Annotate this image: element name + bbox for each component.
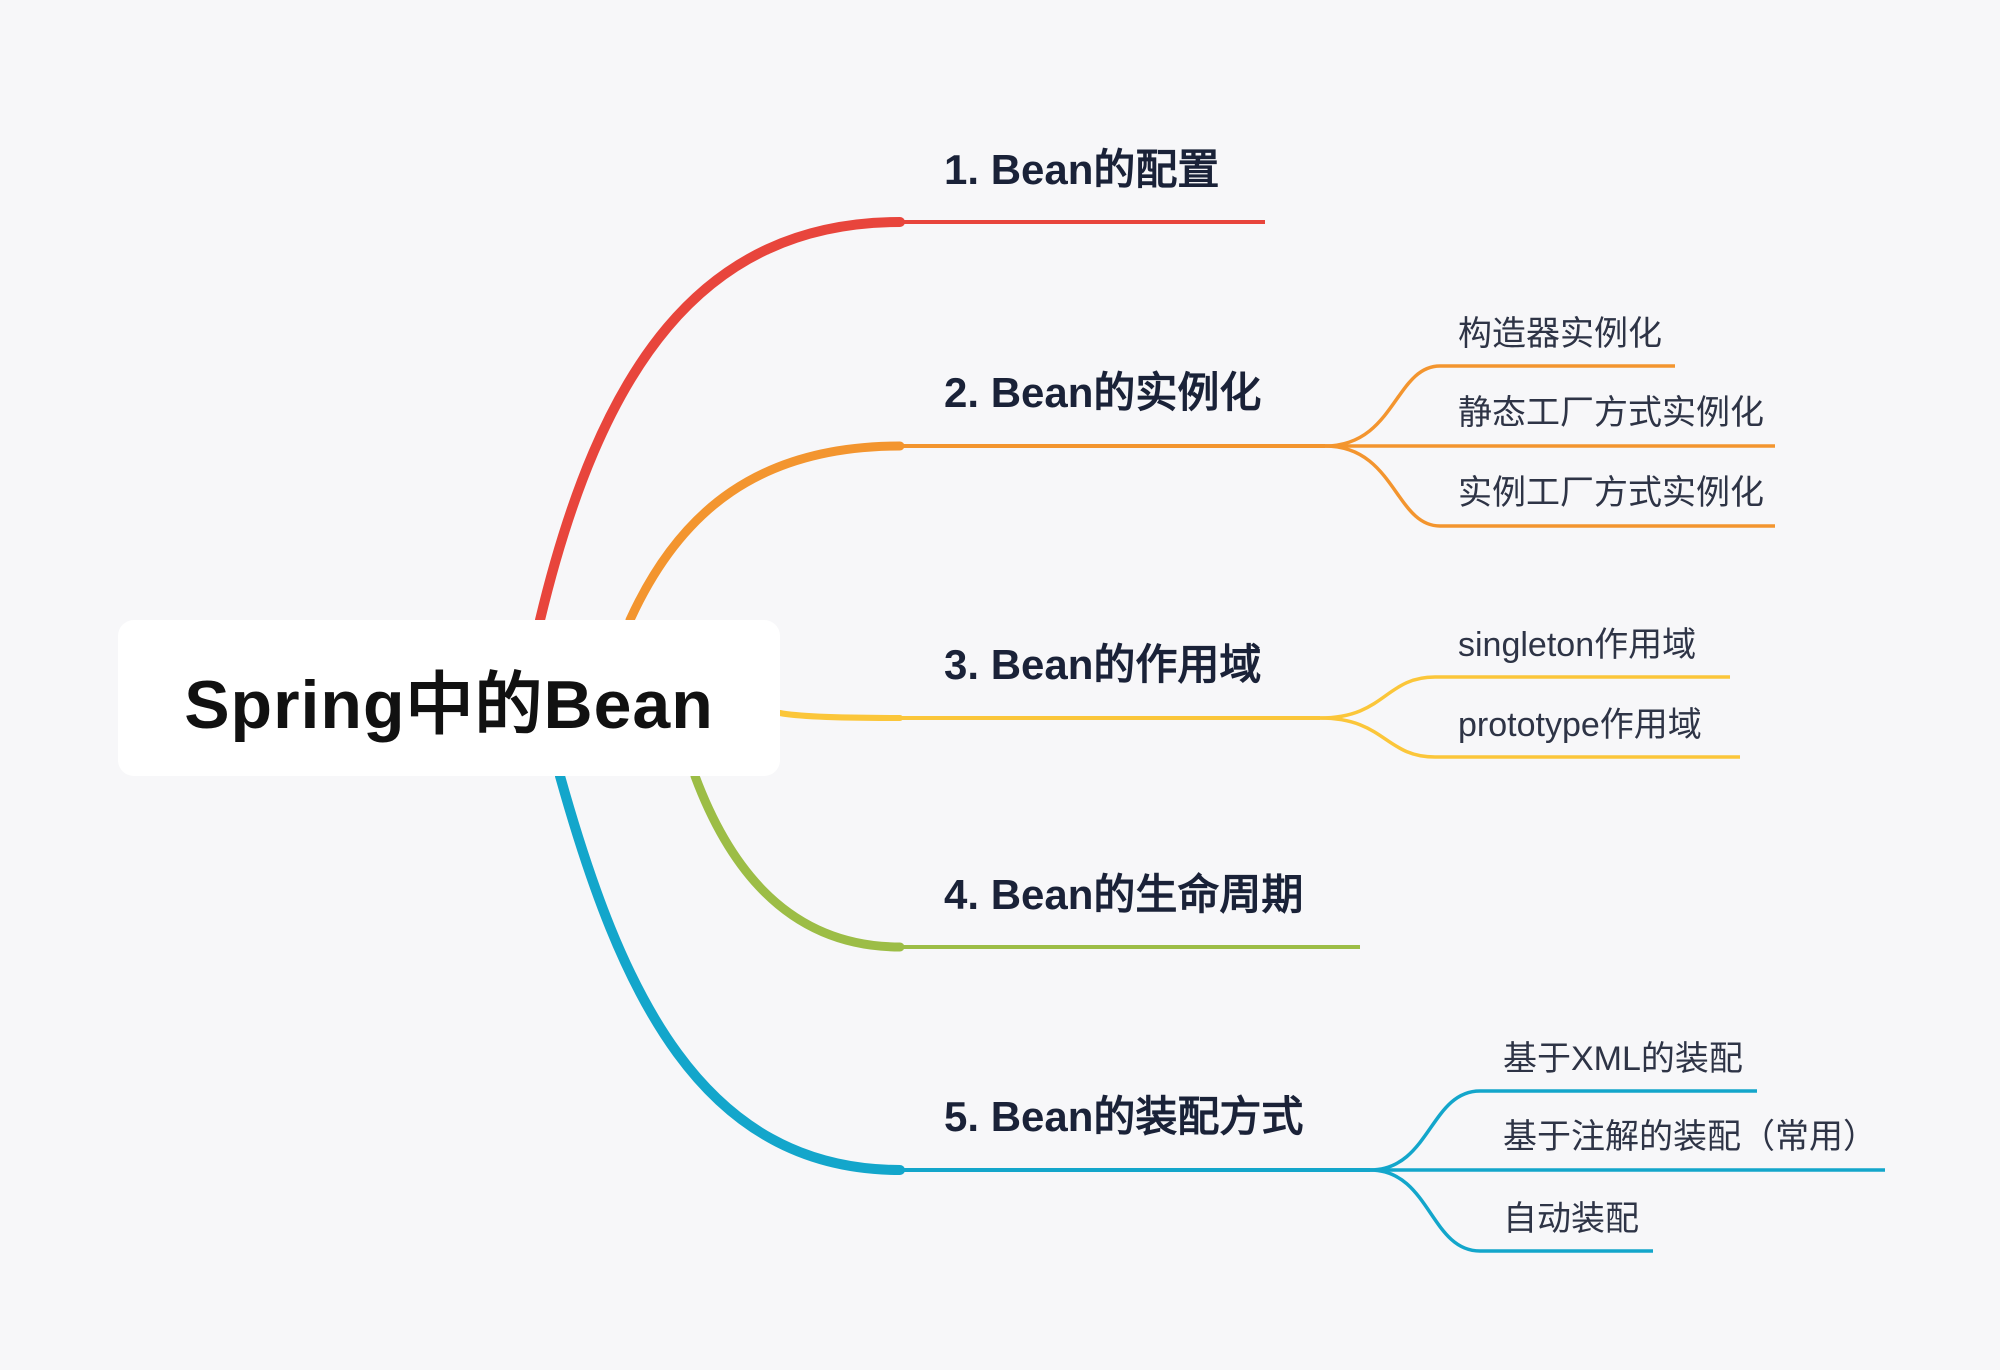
root-node[interactable]: Spring中的Bean [118, 620, 780, 776]
leaf-5-2-label[interactable]: 基于注解的装配（常用） [1503, 1118, 1877, 1156]
leaf-5-1-connector [1369, 1089, 1757, 1172]
leaf-2-2-label[interactable]: 静态工厂方式实例化 [1458, 394, 1764, 432]
leaf-3-1-connector [1319, 675, 1730, 720]
branch-5-curve [555, 771, 905, 1175]
branch-5-label[interactable]: 5. Bean的装配方式 [944, 1093, 1304, 1140]
branch-2-label[interactable]: 2. Bean的实例化 [944, 369, 1262, 416]
branch-1-label[interactable]: 1. Bean的配置 [944, 146, 1220, 193]
leaf-2-1-connector [1324, 364, 1675, 448]
branch-2-curve [625, 441, 905, 625]
branch-4-label[interactable]: 4. Bean的生命周期 [944, 871, 1304, 918]
branch-4-curve [690, 771, 905, 952]
branch-1-curve [535, 217, 905, 625]
branch-3-curve [777, 710, 903, 721]
leaf-5-3-connector [1369, 1168, 1653, 1253]
leaf-3-2-label[interactable]: prototype作用域 [1458, 706, 1702, 744]
leaf-2-3-label[interactable]: 实例工厂方式实例化 [1458, 474, 1764, 512]
leaf-3-1-label[interactable]: singleton作用域 [1458, 626, 1697, 664]
root-label: Spring中的Bean [184, 666, 714, 743]
leaf-5-3-label[interactable]: 自动装配 [1503, 1200, 1639, 1238]
leaf-2-1-label[interactable]: 构造器实例化 [1458, 315, 1662, 353]
leaf-2-3-connector [1324, 444, 1775, 528]
leaf-3-2-connector [1319, 716, 1740, 759]
leaf-5-1-label[interactable]: 基于XML的装配 [1503, 1040, 1743, 1078]
branch-3-label[interactable]: 3. Bean的作用域 [944, 641, 1262, 688]
